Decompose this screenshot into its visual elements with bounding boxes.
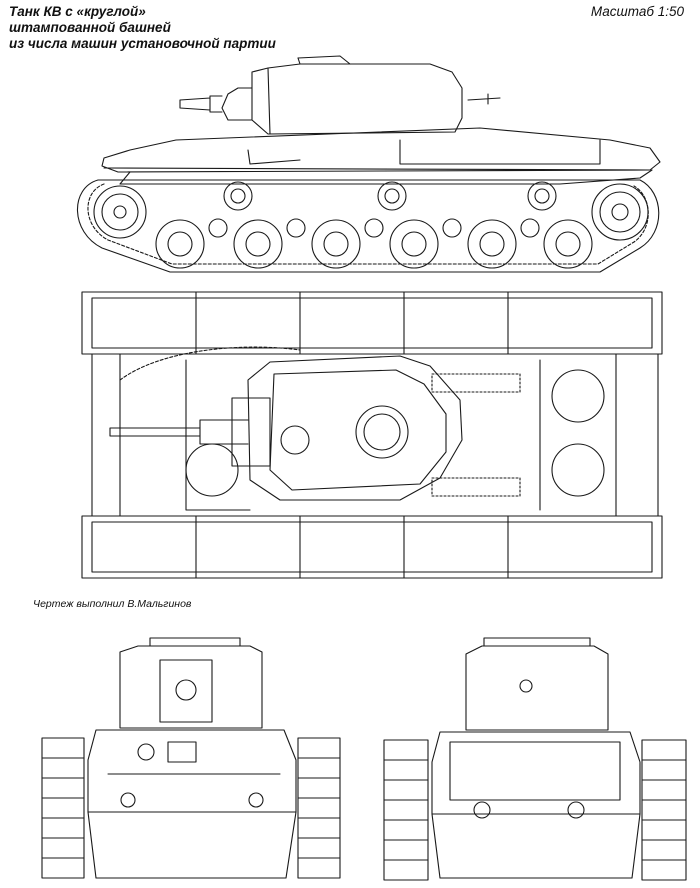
top-view: [82, 292, 662, 578]
author-credit: Чертеж выполнил В.Мальгинов: [33, 598, 192, 610]
drawing-title: Танк КВ с «круглой» штампованной башней …: [9, 4, 276, 52]
side-gun-barrel: [180, 96, 222, 112]
top-engine-hatch: [552, 444, 604, 496]
side-view: [77, 56, 660, 272]
rear-track-right: [642, 740, 686, 880]
top-hull: [92, 354, 658, 516]
title-line-3: из числа машин установочной партии: [9, 36, 276, 51]
top-track-upper: [82, 292, 662, 354]
side-hull: [102, 128, 660, 172]
side-gun-mantlet: [222, 88, 252, 120]
side-drive-sprocket: [592, 184, 648, 240]
front-track-left: [42, 738, 84, 878]
rear-hull: [432, 732, 640, 814]
front-turret: [120, 646, 262, 728]
front-view: [42, 638, 340, 878]
top-engine-hatch: [552, 370, 604, 422]
side-turret: [252, 64, 462, 134]
scale-label: Масштаб 1:50: [590, 4, 684, 19]
side-track: [77, 180, 658, 272]
side-idler-wheel: [94, 186, 146, 238]
title-line-1: Танк КВ с «круглой»: [9, 4, 146, 19]
top-gun-barrel: [110, 420, 248, 444]
title-line-2: штампованной башней: [9, 20, 171, 35]
front-gun-mantlet: [160, 660, 212, 722]
top-turret: [248, 356, 462, 500]
rear-view: [384, 638, 686, 880]
top-commander-hatch: [356, 406, 408, 458]
front-track-right: [298, 738, 340, 878]
top-track-lower: [82, 516, 662, 578]
rear-track-left: [384, 740, 428, 880]
rear-turret: [466, 646, 608, 730]
side-return-roller: [224, 182, 252, 210]
side-return-roller: [528, 182, 556, 210]
side-road-wheels: [156, 219, 592, 268]
side-return-roller: [378, 182, 406, 210]
